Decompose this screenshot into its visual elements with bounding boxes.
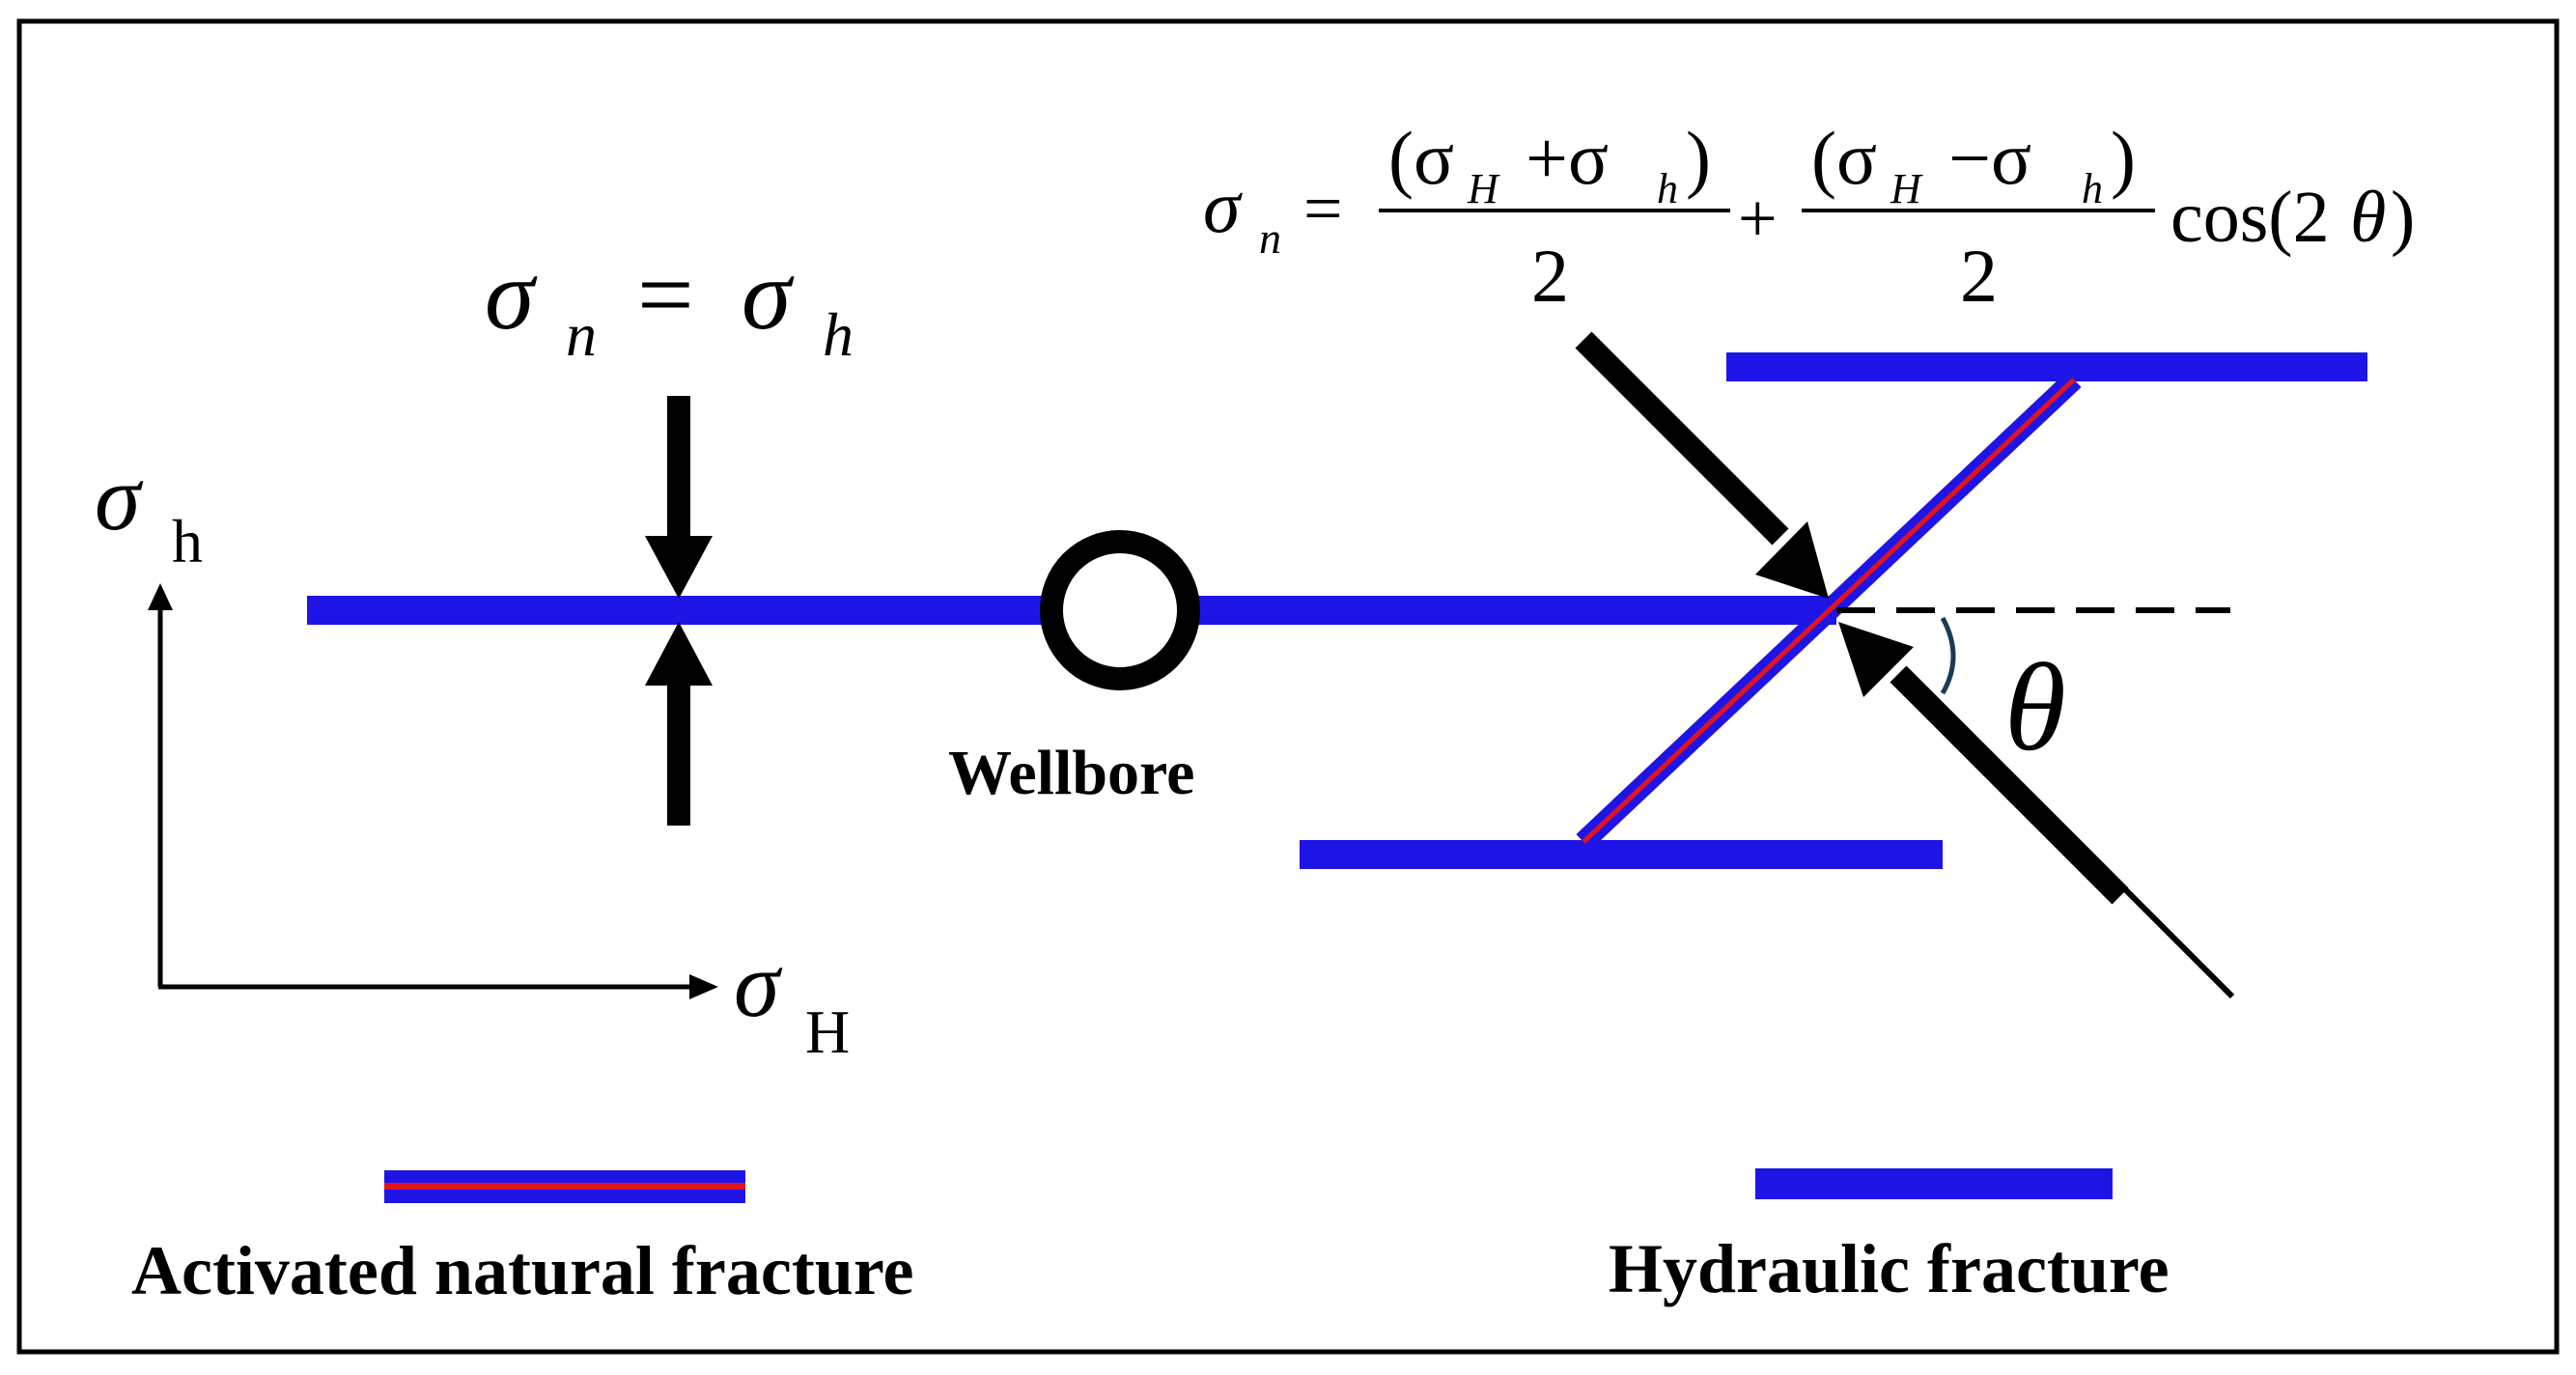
oblique-arrow-upper-shaft <box>1575 331 1789 546</box>
svg-text:−σ: −σ <box>1948 116 2031 200</box>
svg-text:): ) <box>1686 116 1711 200</box>
svg-text:2: 2 <box>1960 234 1998 318</box>
legend-hydraulic-swatch <box>1755 1168 2113 1199</box>
legend-activated-label: Activated natural fracture <box>131 1232 913 1309</box>
svg-text:n: n <box>1259 213 1281 263</box>
arrow-top-shaft <box>667 396 690 541</box>
svg-text:H: H <box>1890 165 1923 212</box>
wellbore-circle <box>1040 530 1200 690</box>
svg-text:): ) <box>2111 116 2136 200</box>
activated-fracture-core <box>1582 378 2076 844</box>
axis-x-symbol: σ <box>734 933 783 1036</box>
legend-activated-swatch-core <box>384 1183 745 1190</box>
axis-y-sub: h <box>172 507 203 575</box>
formula-simple: σ n = σ h <box>485 239 854 369</box>
oblique-arrow-upper-head <box>1755 521 1829 599</box>
oblique-arrow-lower-shaft <box>1890 665 2129 905</box>
angle-theta: θ <box>2004 638 2066 777</box>
svg-text:σ: σ <box>742 239 795 351</box>
svg-text:=: = <box>1303 170 1343 247</box>
hydraulic-fracture-left <box>307 596 1047 625</box>
svg-text:+: + <box>1738 180 1778 257</box>
svg-text:σ: σ <box>1203 164 1243 248</box>
axis-y-symbol: σ <box>95 446 144 549</box>
stress-axes: σ h σ H <box>95 446 850 1066</box>
hydraulic-fracture-bottom <box>1300 840 1943 869</box>
arrow-top-head <box>645 536 713 599</box>
axis-x-sub: H <box>805 997 850 1066</box>
svg-text:h: h <box>823 300 854 369</box>
hydraulic-fracture-top <box>1726 352 2367 381</box>
oblique-arrow-lower-thin <box>2121 885 2235 999</box>
svg-text:θ: θ <box>2350 177 2386 258</box>
oblique-arrow-lower-head <box>1838 622 1914 697</box>
legend-hydraulic-label: Hydraulic fracture <box>1609 1230 2170 1307</box>
svg-text:n: n <box>566 300 597 369</box>
svg-text:(σ: (σ <box>1388 116 1454 200</box>
hydraulic-fracture-right <box>1190 596 1836 625</box>
wellbore-label: Wellbore <box>948 738 1194 808</box>
svg-text:H: H <box>1467 165 1500 212</box>
arrow-bottom-shaft <box>667 681 690 826</box>
svg-text:h: h <box>1657 165 1678 212</box>
svg-text:=: = <box>637 239 694 351</box>
frame-border <box>16 18 2560 1355</box>
svg-text:h: h <box>2082 165 2103 212</box>
svg-text:): ) <box>2391 177 2415 258</box>
svg-text:2: 2 <box>1531 234 1569 318</box>
svg-text:cos(2: cos(2 <box>2170 177 2330 258</box>
arrow-bottom-head <box>645 622 713 686</box>
svg-text:+σ: +σ <box>1526 116 1609 200</box>
svg-text:(σ: (σ <box>1811 116 1877 200</box>
legend: Activated natural fracture Hydraulic fra… <box>131 1168 2170 1309</box>
formula-full: σ n = (σ H +σ h ) 2 + (σ H −σ h ) 2 cos(… <box>1203 116 2415 318</box>
svg-text:σ: σ <box>485 239 538 351</box>
angle-arc <box>1940 616 1956 695</box>
